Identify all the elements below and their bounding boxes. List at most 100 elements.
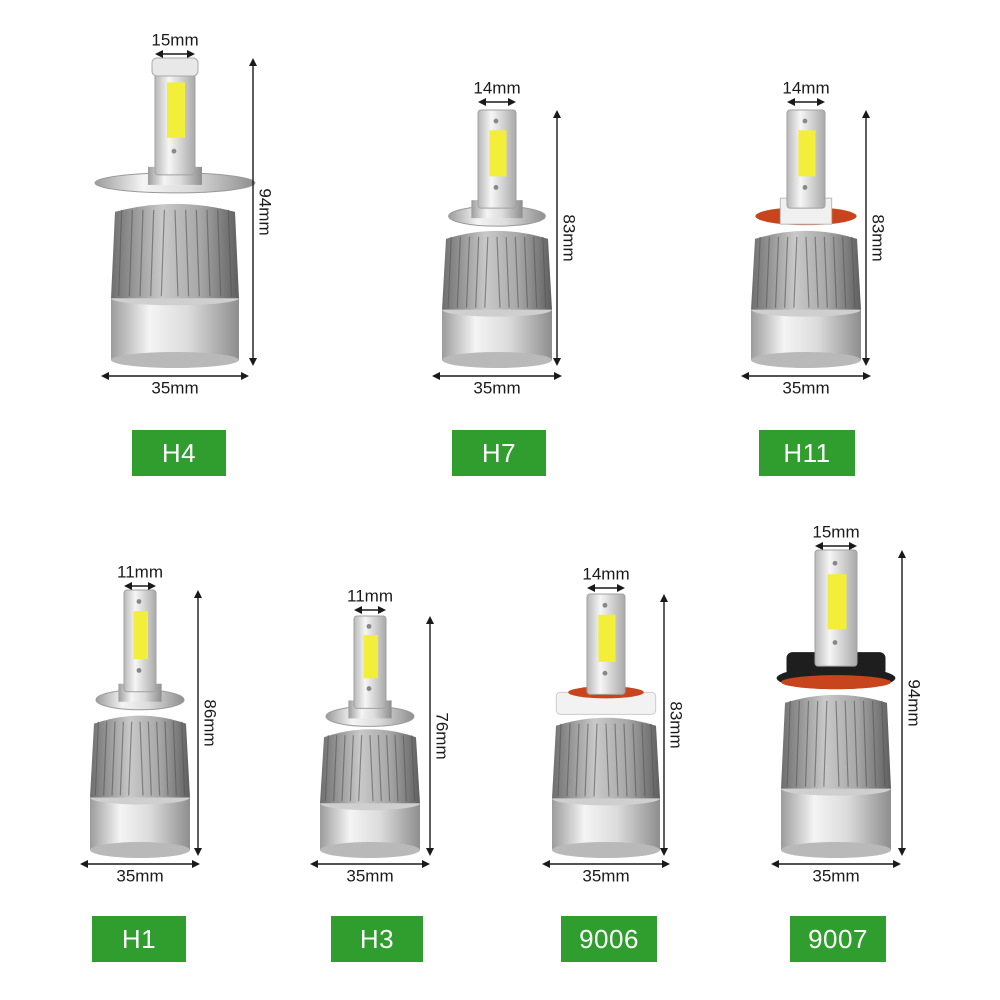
fin-groove: [447, 236, 452, 308]
height-label: 94mm: [904, 679, 924, 727]
fin-groove: [593, 723, 598, 797]
head-width-label: 15mm: [812, 522, 860, 542]
fin-groove: [111, 721, 116, 796]
screw: [136, 599, 142, 604]
height-arrow-arrow-bottom: [249, 358, 257, 366]
width-label: 35mm: [346, 866, 394, 886]
head-width-arrow-arrow-right: [617, 584, 625, 592]
width-arrow-arrow-left: [432, 372, 440, 380]
fin-groove: [94, 721, 99, 796]
fin-groove: [484, 236, 489, 308]
screw: [832, 640, 838, 645]
fin-groove: [566, 723, 571, 797]
height-arrow-arrow-bottom: [194, 848, 202, 856]
base-cup-bottom: [90, 842, 190, 858]
fin-groove: [614, 723, 619, 797]
fin-groove: [823, 700, 828, 787]
fin-groove: [185, 209, 190, 297]
fin-groove: [341, 735, 346, 802]
height-arrow-arrow-top: [553, 110, 561, 118]
model-label-9007: 9007: [790, 916, 886, 962]
fin-groove: [835, 700, 840, 787]
screw: [602, 670, 608, 676]
screw: [802, 118, 808, 124]
led-chip: [167, 82, 185, 138]
width-label: 35mm: [782, 378, 830, 398]
fin-groove: [814, 236, 819, 308]
width-label: 35mm: [582, 866, 630, 886]
fin-groove: [139, 209, 144, 297]
fin-groove: [832, 236, 838, 308]
width-arrow-arrow-right: [554, 372, 562, 380]
led-chip: [489, 130, 507, 177]
fin-groove: [217, 209, 222, 297]
fin-groove: [386, 735, 391, 802]
base-cup: [751, 309, 861, 360]
width-arrow-arrow-right: [893, 860, 901, 868]
head-width-arrow-arrow-left: [354, 606, 362, 614]
width-arrow-arrow-left: [542, 860, 550, 868]
height-arrow-arrow-top: [898, 550, 906, 558]
fin-groove: [842, 236, 847, 308]
height-arrow-arrow-bottom: [660, 848, 668, 856]
width-arrow-arrow-left: [741, 372, 749, 380]
fin-groove: [377, 735, 382, 802]
h4-cap: [151, 57, 199, 77]
head-width-label: 14mm: [473, 78, 521, 98]
fin-groove: [623, 723, 628, 797]
fin-groove: [150, 209, 155, 297]
fin-groove: [786, 700, 791, 787]
fin-groove: [542, 236, 547, 308]
fin-groove: [164, 721, 169, 796]
head-width-arrow-arrow-left: [815, 542, 823, 550]
fin-groove: [765, 236, 770, 308]
head-width-label: 15mm: [151, 30, 199, 50]
fin-groove: [324, 735, 329, 802]
fin-groove: [804, 700, 810, 787]
fin-groove: [523, 236, 529, 308]
fin-groove: [128, 209, 133, 297]
fin-groove: [195, 209, 200, 297]
width-arrow-arrow-right: [662, 860, 670, 868]
fin-groove: [641, 723, 646, 797]
fin-groove: [862, 700, 868, 787]
width-arrow-arrow-left: [771, 860, 779, 868]
screw: [493, 118, 499, 124]
fin-groove: [795, 700, 800, 787]
width-label: 35mm: [151, 378, 199, 398]
head-width-arrow-arrow-right: [508, 98, 516, 106]
fin-groove: [605, 723, 610, 797]
width-arrow-arrow-right: [192, 860, 200, 868]
fin-groove: [181, 721, 186, 796]
model-label-h4: H4: [132, 430, 226, 476]
led-chip: [798, 130, 816, 177]
width-label: 35mm: [116, 866, 164, 886]
fin-groove: [814, 700, 819, 787]
fin-groove: [557, 723, 562, 797]
led-chip: [598, 614, 616, 662]
fin-groove: [227, 209, 232, 297]
height-arrow-arrow-bottom: [862, 358, 870, 366]
fin-groove: [139, 721, 144, 796]
fin-groove: [369, 735, 374, 802]
model-label-h1: H1: [92, 916, 186, 962]
height-arrow-arrow-bottom: [553, 358, 561, 366]
screw: [136, 668, 142, 673]
fin-groove: [206, 209, 211, 297]
heat-sink-fins: [111, 203, 239, 299]
fin-groove: [128, 721, 133, 796]
fin-groove: [456, 236, 461, 308]
fin-groove: [844, 700, 849, 787]
fin-groove: [533, 236, 538, 308]
height-arrow-arrow-top: [660, 594, 668, 602]
width-arrow-arrow-left: [80, 860, 88, 868]
height-arrow-arrow-bottom: [426, 848, 434, 856]
fin-groove: [851, 236, 856, 308]
fin-groove: [632, 723, 637, 797]
height-arrow-arrow-bottom: [898, 848, 906, 856]
base-cup: [552, 798, 660, 850]
height-arrow-arrow-top: [249, 58, 257, 66]
